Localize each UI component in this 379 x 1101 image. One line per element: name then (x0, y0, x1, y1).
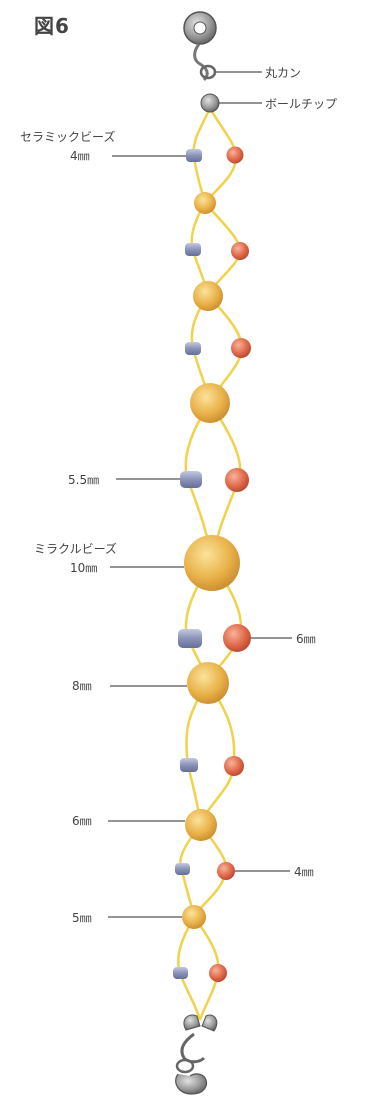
ceramic-bead (173, 967, 188, 979)
ceramic-bead (175, 863, 190, 875)
size-8mm-label: 8㎜ (72, 679, 92, 693)
size-5-5mm-label: 5.5㎜ (68, 473, 100, 487)
clasp-chain-top (193, 43, 209, 82)
ceramic-bead (178, 629, 202, 648)
gold-bead (187, 662, 229, 704)
orange-bead (223, 624, 251, 652)
gold-bead (194, 192, 216, 214)
ceramic-beads-label: セラミックビーズ (20, 130, 116, 144)
ceramic-size-label: 4㎜ (70, 149, 90, 163)
ball-tip-icon (200, 93, 220, 113)
orange-bead (231, 338, 251, 358)
ceramic-bead (180, 471, 202, 488)
orange-bead (224, 756, 244, 776)
size-6mm-left-label: 6㎜ (72, 814, 92, 828)
size-4mm-right-label: 4㎜ (294, 865, 314, 879)
ceramic-bead (185, 342, 201, 355)
ring-label: 丸カン (265, 66, 302, 80)
gold-bead (190, 383, 230, 423)
miracle-size-label: 10㎜ (70, 561, 98, 575)
orange-bead (209, 964, 227, 982)
leader-lines (108, 71, 292, 918)
size-5mm-label: 5㎜ (72, 911, 92, 925)
figure-title: 図6 (34, 14, 70, 38)
orange-bead (226, 146, 244, 164)
gold-bead (185, 809, 217, 841)
orange-bead (217, 862, 235, 880)
ball-tip-label: ボールチップ (265, 97, 338, 111)
gold-bead (182, 905, 206, 929)
size-6mm-right-label: 6㎜ (296, 632, 316, 646)
clasp-icon (175, 1014, 218, 1095)
ceramic-bead (180, 758, 198, 772)
orange-bead (225, 468, 249, 492)
ceramic-bead (186, 149, 202, 162)
jump-ring-small-icon (199, 64, 217, 80)
gold-bead (193, 281, 223, 311)
ceramic-bead (185, 243, 201, 256)
miracle-bead (184, 535, 240, 591)
orange-bead (231, 242, 249, 260)
miracle-beads-label: ミラクルビーズ (34, 542, 118, 556)
